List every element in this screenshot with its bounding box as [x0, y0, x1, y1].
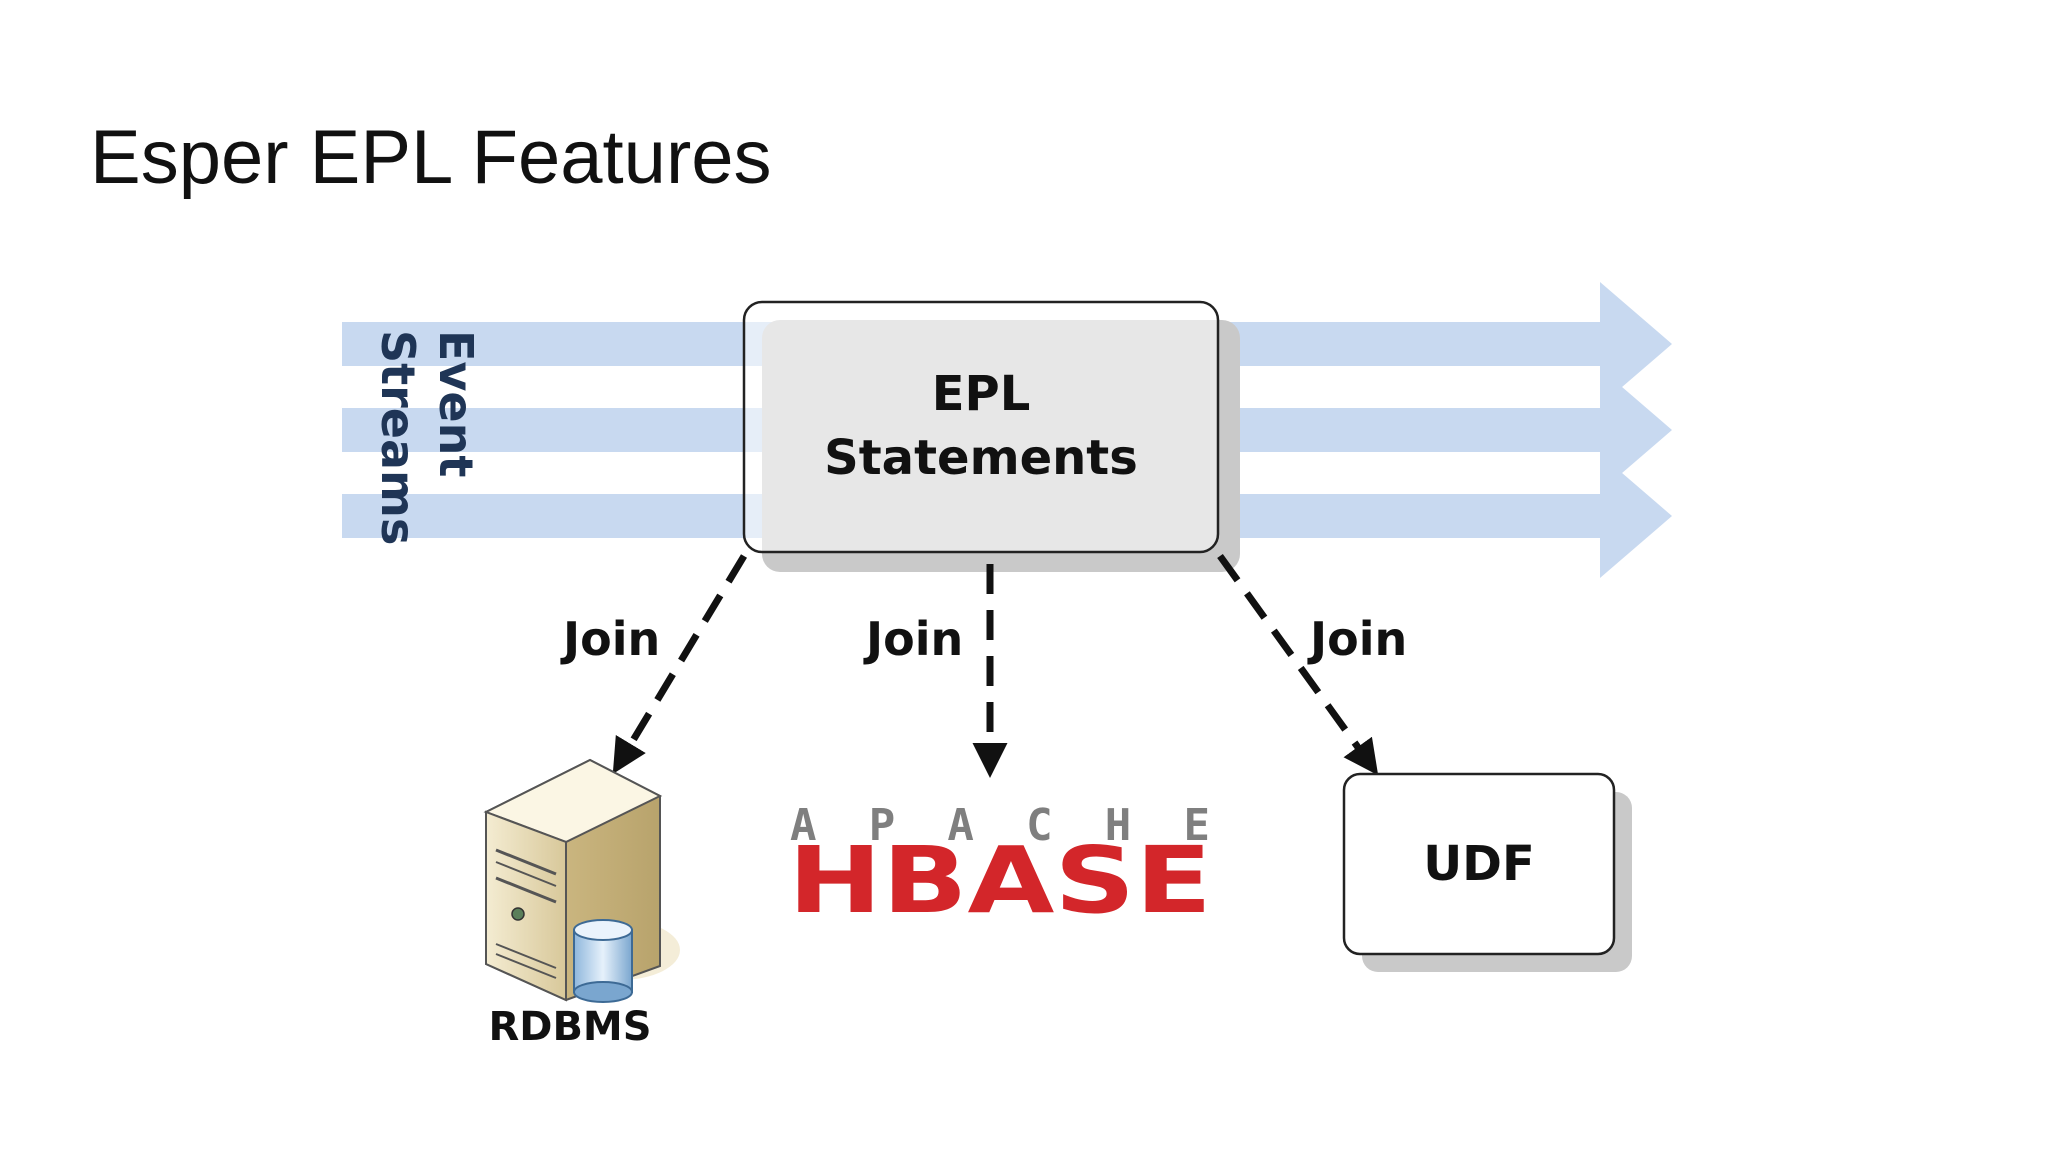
- server-database-icon: [483, 758, 680, 1003]
- hbase-logo-hbase: HBASE: [788, 827, 1212, 934]
- epl-statements-box: EPL Statements: [742, 300, 1240, 572]
- epl-box-title-line2: Statements: [824, 430, 1138, 486]
- join-label-center: Join: [863, 612, 963, 666]
- udf-label: UDF: [1423, 836, 1535, 892]
- join-label-right: Join: [1307, 612, 1407, 666]
- event-streams-label: Event Streams: [371, 330, 483, 545]
- join-label-left: Join: [560, 612, 660, 666]
- join-arrow-rdbms: [612, 554, 747, 774]
- streams-label-line2: Streams: [371, 330, 425, 545]
- rdbms-label: RDBMS: [488, 1004, 651, 1050]
- slide-title: Esper EPL Features: [90, 115, 772, 200]
- join-arrow-udf: [1217, 553, 1379, 776]
- apache-hbase-logo: APACHE HBASE: [788, 800, 1212, 934]
- streams-label-line1: Event: [429, 330, 483, 477]
- udf-box: UDF: [1342, 772, 1632, 972]
- epl-box-title-line1: EPL: [932, 366, 1031, 422]
